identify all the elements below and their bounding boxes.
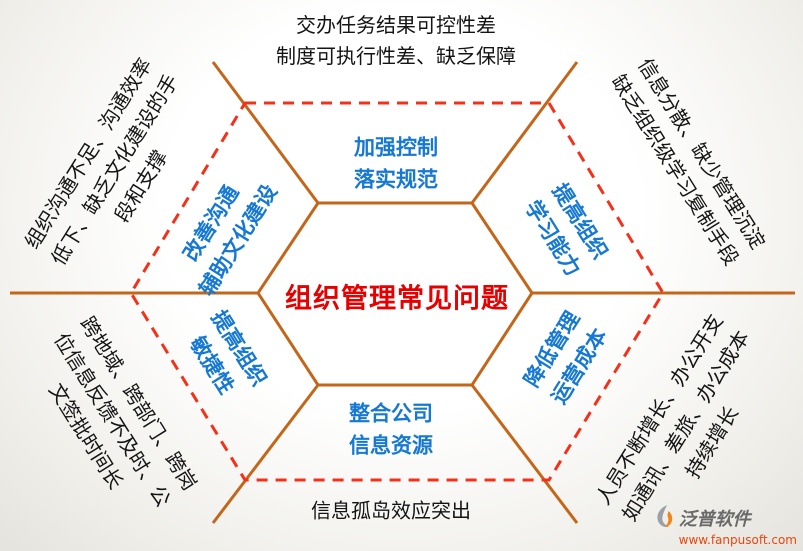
label-line: 整合公司 — [349, 401, 433, 426]
dashed-hexagon — [129, 101, 665, 482]
watermark-url: www.fanpusoft.com — [678, 533, 797, 547]
spoke-top-left — [211, 61, 320, 204]
outer-label-bottom: 信息孤岛效应突出 — [311, 496, 471, 527]
inner-label-top: 加强控制 落实规范 — [354, 133, 438, 196]
label-line: 交办任务结果可控性差 — [296, 13, 496, 37]
spoke-bottom-left — [211, 384, 320, 524]
label-line: 落实规范 — [354, 167, 438, 191]
fanpu-logo-icon — [655, 504, 675, 532]
label-line: 加强控制 — [354, 135, 438, 160]
spoke-bottom-right — [470, 384, 579, 524]
label-line: 信息资源 — [349, 433, 433, 457]
inner-label-bottom: 整合公司 信息资源 — [349, 399, 433, 462]
spoke-top-right — [470, 61, 579, 204]
label-line: 制度可执行性差、缺乏保障 — [276, 44, 516, 68]
outer-label-top: 交办任务结果可控性差 制度可执行性差、缺乏保障 — [276, 10, 516, 72]
label-line: 信息孤岛效应突出 — [311, 498, 471, 523]
watermark: 泛普软件 www.fanpusoft.com — [655, 504, 797, 547]
watermark-brand: 泛普软件 — [678, 509, 751, 530]
center-title: 组织管理常见问题 — [285, 283, 509, 315]
